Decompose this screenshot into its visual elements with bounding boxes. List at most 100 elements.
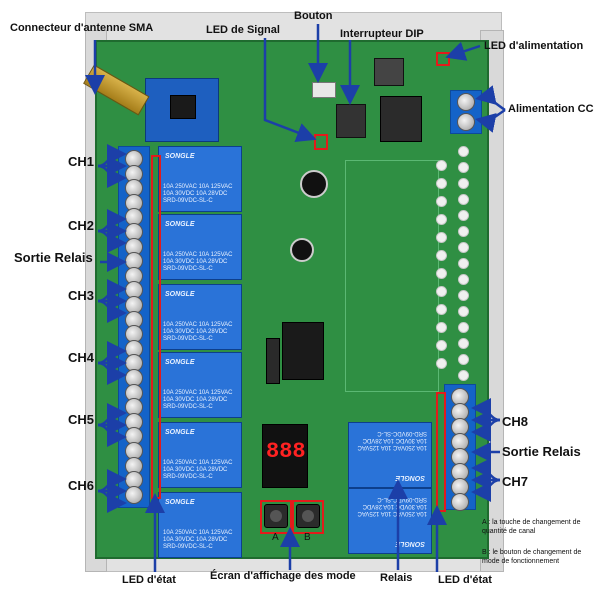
- relay-brand: SONGLE: [165, 153, 195, 160]
- pcb-hole: [436, 214, 447, 225]
- channel-arrow: [97, 144, 127, 168]
- power-screw: [457, 113, 475, 131]
- power-arrow-2: [475, 108, 506, 133]
- display-digits: 888: [266, 439, 306, 464]
- pcb-hole: [436, 178, 447, 189]
- label-sma: Connecteur d'antenne SMA: [10, 22, 154, 34]
- note-a: A : la touche de changement de quantité …: [482, 519, 581, 535]
- pcb-hole: [436, 232, 447, 243]
- label-button-b: B: [304, 532, 311, 543]
- channel-arrow: [471, 478, 501, 502]
- relay-brand: SONGLE: [165, 499, 195, 506]
- label-ch3: CH3: [68, 288, 95, 303]
- rf-chip: [170, 95, 196, 119]
- pcb-hole: [458, 194, 469, 205]
- channel-arrow: [471, 418, 501, 442]
- pcb-hole: [458, 370, 469, 381]
- pcb-hole: [458, 242, 469, 253]
- led-signal-arrow: [263, 38, 317, 142]
- pcb-hole: [458, 146, 469, 157]
- label-led-etat-left: LED d'état: [122, 574, 176, 586]
- label-ch5: CH5: [68, 412, 95, 427]
- label-led-alim: LED d'alimentation: [484, 40, 584, 52]
- pcb-hole: [436, 322, 447, 333]
- terminal-screw: [451, 493, 469, 511]
- power-screw: [457, 93, 475, 111]
- mode-button[interactable]: [296, 504, 320, 528]
- led-signal-highlight: [314, 134, 328, 150]
- button-b-highlight: [292, 500, 324, 534]
- channel-arrow: [97, 279, 127, 303]
- label-ch6: CH6: [68, 478, 95, 493]
- channel-arrow: [97, 423, 127, 447]
- label-dip: Interrupteur DIP: [340, 28, 424, 40]
- channel-arrow: [97, 341, 127, 365]
- channel-arrow: [97, 403, 127, 427]
- led-power-arrow: [445, 41, 481, 61]
- relay-brand: SONGLE: [165, 359, 195, 366]
- label-led-signal: LED de Signal: [206, 24, 280, 36]
- pcb-hole: [436, 250, 447, 261]
- channel-arrow: [471, 398, 501, 422]
- channel-arrow: [97, 469, 127, 493]
- relay-brand: SONGLE: [165, 221, 195, 228]
- enclosure-top: [85, 12, 502, 44]
- dip-switch[interactable]: [336, 104, 366, 138]
- channel-count-button[interactable]: [264, 504, 288, 528]
- pcb-hole: [458, 322, 469, 333]
- capacitor: [300, 170, 328, 198]
- channel-arrow: [97, 209, 127, 233]
- pcb-hole: [436, 196, 447, 207]
- pcb-hole: [436, 304, 447, 315]
- pcb-hole: [458, 226, 469, 237]
- pcb-hole: [458, 306, 469, 317]
- label-ch1: CH1: [68, 154, 95, 169]
- relay-brand: SONGLE: [165, 291, 195, 298]
- label-led-etat-right: LED d'état: [438, 574, 492, 586]
- power-arrow-1: [475, 85, 506, 112]
- label-ch4: CH4: [68, 350, 95, 365]
- pcb-hole: [458, 258, 469, 269]
- label-ecran: Écran d'affichage des mode: [210, 570, 356, 582]
- driver-chip: [266, 338, 280, 384]
- pcb-hole: [458, 162, 469, 173]
- pcb-hole: [458, 354, 469, 365]
- pcb-hole: [458, 178, 469, 189]
- pcb-hole: [436, 340, 447, 351]
- channel-arrow: [471, 458, 501, 482]
- note-b: B : le bouton de changement de mode de f…: [482, 549, 582, 565]
- channel-arrow: [97, 489, 127, 513]
- button-a-highlight: [260, 500, 292, 534]
- pcb-hole: [458, 338, 469, 349]
- pcb-hole: [436, 160, 447, 171]
- pcb-hole: [458, 210, 469, 221]
- pcb-hole: [436, 358, 447, 369]
- channel-arrow: [97, 299, 127, 323]
- label-sortie-right: Sortie Relais: [502, 444, 581, 459]
- pcb-hole: [436, 286, 447, 297]
- microcontroller: [282, 322, 324, 380]
- regulator: [380, 96, 422, 142]
- label-sortie-left: Sortie Relais: [14, 250, 93, 265]
- capacitor: [290, 238, 314, 262]
- channel-arrow: [97, 164, 127, 188]
- label-ch8: CH8: [502, 414, 529, 429]
- label-ch7: CH7: [502, 474, 529, 489]
- label-alim-cc: Alimentation CC: [508, 103, 594, 115]
- power-inductor: [374, 58, 404, 86]
- pcb-hole: [458, 290, 469, 301]
- label-ch2: CH2: [68, 218, 95, 233]
